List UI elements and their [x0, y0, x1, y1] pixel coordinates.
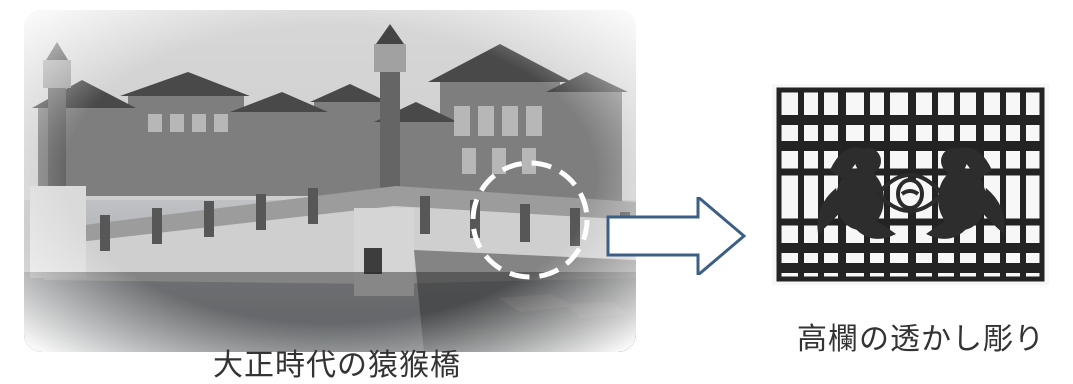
- railing-detail-illustration: [772, 84, 1049, 285]
- center-ornament: [876, 173, 944, 213]
- photo-vignette: [24, 10, 636, 352]
- railing-detail-photo: [772, 84, 1049, 285]
- monkey-right-icon: [926, 147, 1005, 239]
- monkey-left-icon: [817, 147, 896, 239]
- left-caption: 大正時代の猿猴橋: [213, 348, 461, 383]
- historic-bridge-photo: [24, 10, 636, 352]
- right-caption: 高欄の透かし彫り: [797, 322, 1045, 357]
- historic-bridge-illustration: [24, 10, 636, 352]
- arrow-right-icon: [606, 197, 746, 275]
